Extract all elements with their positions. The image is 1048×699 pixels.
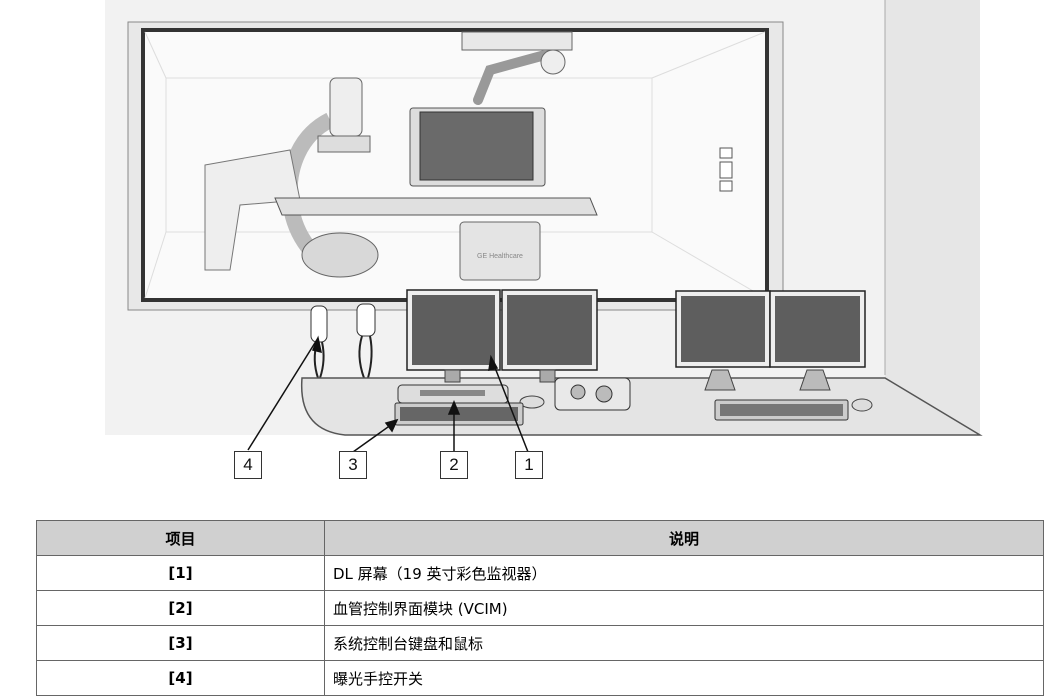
dl-monitors — [406, 289, 598, 383]
exposure-hand-switches — [310, 303, 376, 379]
table-row: [3] 系统控制台键盘和鼠标 — [36, 625, 1044, 661]
legend-header-description: 说明 — [324, 520, 1044, 556]
table-row: [4] 曝光手控开关 — [36, 660, 1044, 696]
side-wall — [885, 0, 980, 435]
callout-2: 2 — [440, 451, 468, 479]
legend-header-item: 项目 — [36, 520, 325, 556]
system-keyboards — [394, 398, 873, 426]
ceiling-monitor — [409, 31, 573, 187]
legend-item-4: [4] — [36, 660, 325, 696]
console-monitors — [675, 290, 866, 391]
vcim-module — [397, 377, 631, 411]
table-row: [1] DL 屏幕（19 英寸彩色监视器） — [36, 555, 1044, 591]
legend-description-4: 曝光手控开关 — [324, 660, 1044, 696]
table-row: [2] 血管控制界面模块 (VCIM) — [36, 590, 1044, 626]
legend-header-row: 项目 说明 — [36, 520, 1044, 556]
callout-3: 3 — [339, 451, 367, 479]
device-brand-label: GE Healthcare — [477, 253, 523, 260]
legend-description-3: 系统控制台键盘和鼠标 — [324, 625, 1044, 661]
callout-4: 4 — [234, 451, 262, 479]
control-room-illustration: GE Healthcare — [105, 0, 983, 479]
legend-item-1: [1] — [36, 555, 325, 591]
legend-table: 项目 说明 [1] DL 屏幕（19 英寸彩色监视器） [2] 血管控制界面模块… — [36, 520, 1044, 696]
legend-item-2: [2] — [36, 590, 325, 626]
legend-description-1: DL 屏幕（19 英寸彩色监视器） — [324, 555, 1044, 591]
leader-lines — [247, 335, 529, 453]
callout-1: 1 — [515, 451, 543, 479]
legend-description-2: 血管控制界面模块 (VCIM) — [324, 590, 1044, 626]
patient-table: GE Healthcare — [274, 197, 598, 281]
control-room-drawing: GE Healthcare — [105, 0, 983, 453]
legend-item-3: [3] — [36, 625, 325, 661]
